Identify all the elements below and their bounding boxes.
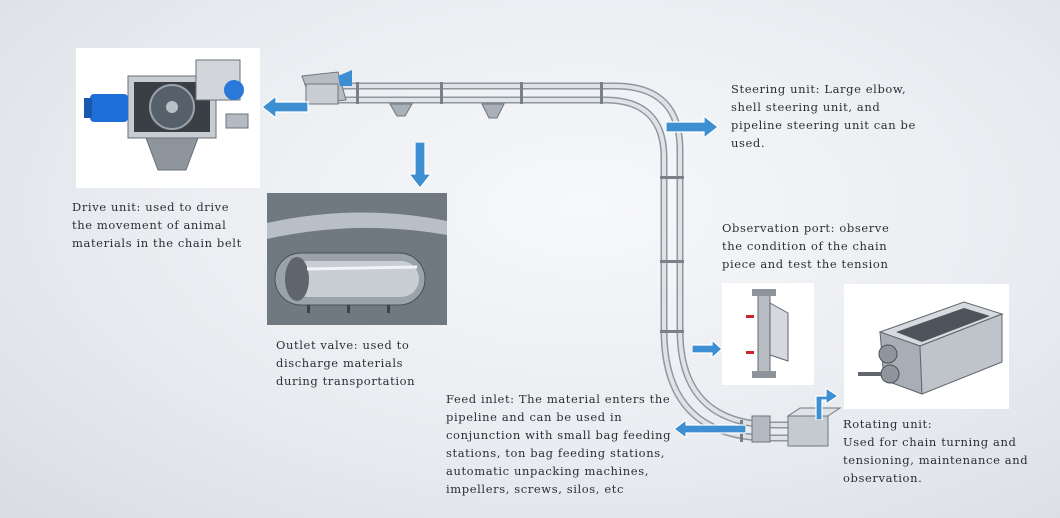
outlet-valve-image (267, 193, 447, 325)
feed-inlet-box (751, 407, 842, 447)
observation-port-image (722, 283, 814, 385)
caption-steering-unit: Steering unit: Large elbow, shell steeri… (731, 82, 916, 150)
rotating-unit-image (844, 284, 1009, 409)
arrow-to-rotating-unit (815, 386, 838, 420)
drive-unit-image (76, 48, 260, 188)
caption-feed-inlet: Feed inlet: The material enters the pipe… (446, 392, 672, 496)
head-unit (301, 70, 352, 105)
arrow-to-drive-unit (262, 96, 309, 118)
caption-outlet-valve: Outlet valve: used to discharge material… (276, 338, 416, 388)
arrow-to-outlet-valve (409, 142, 431, 188)
arrow-to-feed-inlet (674, 420, 746, 438)
caption-rotating-unit: Rotating unit: Used for chain turning an… (843, 417, 1029, 485)
motor-icon (90, 94, 128, 122)
caption-observation-port: Observation port: observe the condition … (722, 221, 890, 271)
arrow-to-steering-unit (666, 116, 718, 138)
caption-drive-unit: Drive unit: used to drive the movement o… (72, 200, 242, 250)
arrow-to-observation-port (692, 340, 722, 358)
